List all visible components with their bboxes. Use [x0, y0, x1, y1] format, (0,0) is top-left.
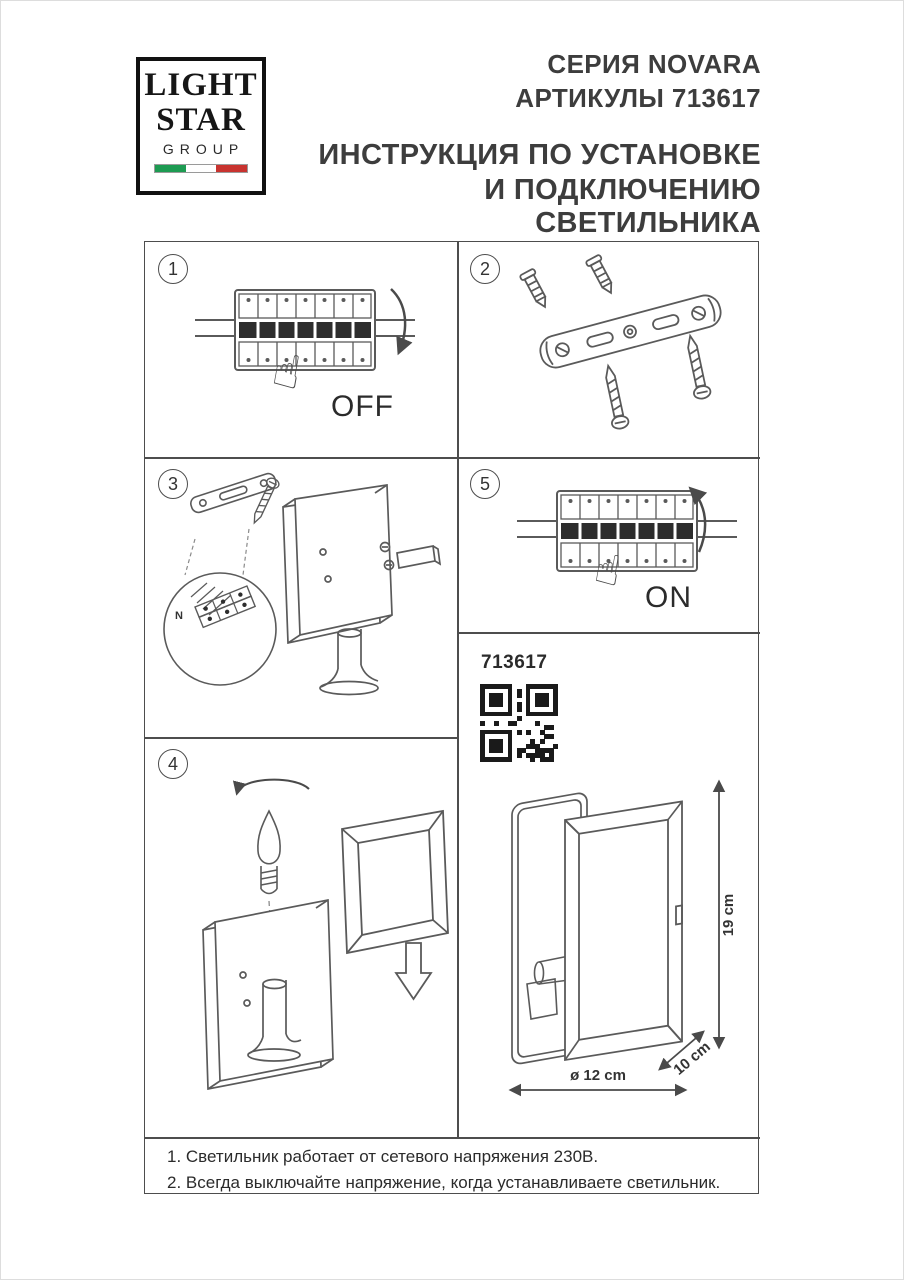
step4-number-badge: 4	[158, 749, 188, 779]
grid-left-row2-divider	[145, 737, 457, 739]
fixture-dimensions-diagram: 19 cm 10 cm ø 12 cm	[508, 779, 737, 1097]
italian-flag-icon	[154, 164, 248, 173]
terminal-n-label: N	[175, 610, 183, 622]
article-title: АРТИКУЛЫ 713617	[515, 83, 761, 113]
grid-row1-divider	[145, 457, 760, 459]
qr-article-label: 713617	[481, 652, 548, 673]
qr-code	[480, 684, 559, 763]
step2-panel: 2	[457, 242, 760, 457]
curved-arrow-down-icon	[390, 288, 413, 356]
diameter-dimension-label: ø 12 cm	[570, 1067, 626, 1084]
steps-grid: 1 ☝ OFF 2	[144, 241, 760, 1195]
step5-panel: 5 ☝ ON	[457, 457, 760, 632]
series-title: СЕРИЯ NOVARA	[547, 49, 761, 79]
note-line-1: 1. Светильник работает от сетевого напря…	[167, 1147, 599, 1166]
grid-notes-divider	[145, 1137, 760, 1139]
curved-arrow-up-icon	[688, 486, 708, 553]
instruction-title-line2: И ПОДКЛЮЧЕНИЮ СВЕТИЛЬНИКА	[484, 174, 761, 239]
logo-word-group: GROUP	[162, 141, 245, 157]
notes-panel: 1. Светильник работает от сетевого напря…	[145, 1137, 760, 1195]
lightstar-logo: LIGHT STAR GROUP	[136, 57, 266, 195]
step1-number: 1	[167, 258, 178, 279]
mounting-bracket-diagram	[518, 253, 722, 432]
logo-word-light: LIGHT	[144, 67, 258, 103]
wall-plate-wiring-diagram: N	[163, 472, 442, 696]
step3-number-badge: 3	[158, 469, 188, 499]
on-label: ON	[645, 581, 692, 614]
step1-panel: 1 ☝ OFF	[145, 242, 457, 457]
height-dimension-label: 19 cm	[720, 894, 737, 937]
step3-panel: 3	[145, 457, 457, 737]
depth-dimension-label: 10 cm	[670, 1038, 714, 1078]
step4-panel: 4	[145, 737, 457, 1137]
instruction-title-line1: ИНСТРУКЦИЯ ПО УСТАНОВКЕ	[318, 139, 761, 171]
product-info-panel: 713617	[457, 632, 760, 1137]
step2-number-badge: 2	[470, 254, 500, 284]
grid-right-row2-divider	[457, 632, 760, 634]
logo-word-star: STAR	[156, 102, 246, 138]
bulb-installation-diagram	[202, 778, 449, 1091]
step2-number: 2	[479, 258, 490, 279]
note-line-2: 2. Всегда выключайте напряжение, когда у…	[167, 1173, 721, 1192]
grid-vertical-divider	[457, 242, 459, 1137]
off-label: OFF	[331, 390, 394, 423]
step5-number: 5	[479, 473, 490, 494]
magnifier-detail: N	[163, 572, 277, 686]
step3-number: 3	[167, 473, 178, 494]
step5-number-badge: 5	[470, 469, 500, 499]
step4-number: 4	[167, 753, 178, 774]
step1-number-badge: 1	[158, 254, 188, 284]
